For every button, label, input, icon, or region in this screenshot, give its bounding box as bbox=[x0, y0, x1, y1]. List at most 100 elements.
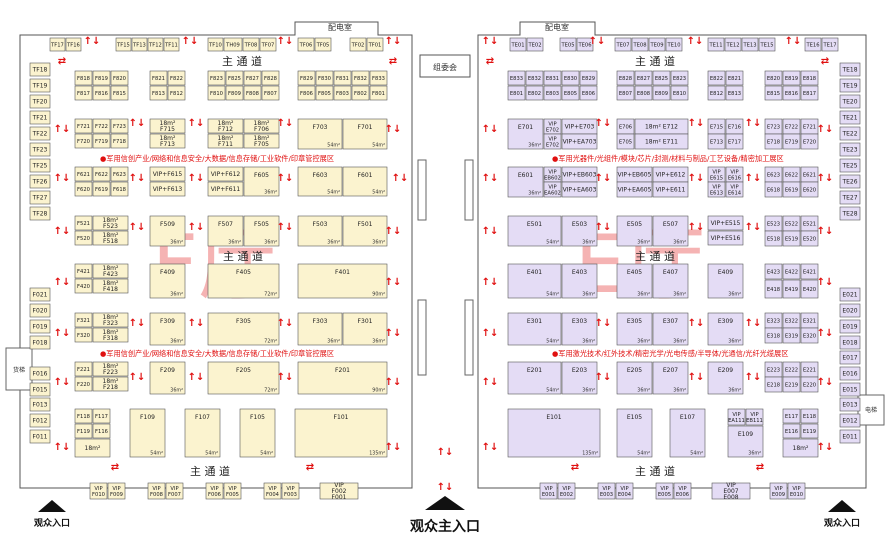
booth-f116[interactable]: F116 bbox=[92, 423, 111, 439]
booth-e418[interactable]: E418 bbox=[764, 279, 783, 299]
booth-e422[interactable]: E422 bbox=[782, 263, 801, 280]
booth-f722[interactable]: F722 bbox=[92, 118, 111, 134]
booth-e520[interactable]: E520 bbox=[800, 230, 819, 247]
booth-f818[interactable]: F818 bbox=[74, 70, 93, 86]
booth-e605b[interactable]: VIP+EA605 bbox=[616, 181, 653, 198]
booth-e618[interactable]: E618 bbox=[764, 181, 783, 198]
booth-f05[interactable]: TF05 bbox=[314, 37, 332, 52]
booth-e721[interactable]: E721 bbox=[800, 118, 819, 135]
booth-f802[interactable]: F802 bbox=[351, 85, 370, 101]
booth-e715[interactable]: E715 bbox=[707, 118, 726, 135]
booth-e717[interactable]: E717 bbox=[725, 133, 744, 150]
booth-f117[interactable]: F117 bbox=[92, 408, 111, 424]
booth-te22[interactable]: TE22 bbox=[839, 126, 861, 141]
booth-e019[interactable]: E019 bbox=[839, 319, 861, 334]
booth-te02[interactable]: TE02 bbox=[526, 37, 544, 52]
booth-e813[interactable]: E813 bbox=[725, 85, 744, 101]
booth-e603b[interactable]: VIP+EA603 bbox=[561, 181, 598, 198]
booth-f220[interactable]: F220 bbox=[74, 376, 93, 392]
booth-f16[interactable]: TF16 bbox=[65, 37, 82, 52]
booth-e522[interactable]: E522 bbox=[782, 215, 801, 232]
booth-e319[interactable]: E319 bbox=[782, 327, 801, 344]
booth-e802[interactable]: E802 bbox=[525, 85, 544, 101]
booth-te25[interactable]: TE25 bbox=[839, 158, 861, 173]
booth-f623[interactable]: F623 bbox=[110, 166, 129, 182]
booth-e806[interactable]: E806 bbox=[579, 85, 598, 101]
booth-f016[interactable]: F016 bbox=[29, 366, 51, 381]
booth-e421[interactable]: E421 bbox=[800, 263, 819, 280]
booth-e816[interactable]: E816 bbox=[782, 85, 801, 101]
booth-e703[interactable]: VIP+E703 bbox=[561, 118, 598, 135]
booth-te19[interactable]: TE19 bbox=[839, 78, 861, 93]
booth-te09[interactable]: TE09 bbox=[648, 37, 666, 52]
booth-e012[interactable]: E012 bbox=[839, 413, 861, 428]
booth-e828[interactable]: E828 bbox=[616, 70, 635, 86]
booth-e723[interactable]: E723 bbox=[764, 118, 783, 135]
booth-f803[interactable]: F803 bbox=[333, 85, 352, 101]
booth-e712[interactable]: 18m² E712 bbox=[634, 118, 689, 135]
booth-e017[interactable]: E017 bbox=[839, 350, 861, 365]
booth-f17[interactable]: TF17 bbox=[49, 37, 66, 52]
booth-f816[interactable]: F816 bbox=[92, 85, 111, 101]
booth-e519[interactable]: E519 bbox=[782, 230, 801, 247]
booth-f02[interactable]: TF02 bbox=[349, 37, 367, 52]
booth-e321[interactable]: E321 bbox=[800, 312, 819, 329]
booth-e822[interactable]: E822 bbox=[707, 70, 726, 86]
booth-e323[interactable]: E323 bbox=[764, 312, 783, 329]
booth-f828[interactable]: F828 bbox=[261, 70, 280, 86]
booth-f321[interactable]: F321 bbox=[74, 312, 93, 328]
booth-e720[interactable]: E720 bbox=[800, 133, 819, 150]
booth-e605[interactable]: VIP+EB605 bbox=[616, 166, 653, 183]
booth-e612[interactable]: VIP+E612 bbox=[652, 166, 689, 183]
booth-e523[interactable]: E523 bbox=[764, 215, 783, 232]
booth-f611[interactable]: VIP+F611 bbox=[207, 181, 244, 197]
booth-e620[interactable]: E620 bbox=[800, 181, 819, 198]
booth-te07[interactable]: TE07 bbox=[614, 37, 632, 52]
booth-e322[interactable]: E322 bbox=[782, 312, 801, 329]
booth-f827[interactable]: F827 bbox=[243, 70, 262, 86]
booth-f1x[interactable]: 18m² bbox=[74, 438, 111, 458]
booth-e515[interactable]: VIP+E515 bbox=[707, 215, 744, 231]
booth-e832[interactable]: E832 bbox=[525, 70, 544, 86]
booth-e703b[interactable]: VIP+EA703 bbox=[561, 133, 598, 150]
booth-f618[interactable]: F618 bbox=[110, 181, 129, 197]
booth-e621[interactable]: E621 bbox=[800, 166, 819, 183]
booth-e821[interactable]: E821 bbox=[725, 70, 744, 86]
booth-f817[interactable]: F817 bbox=[74, 85, 93, 101]
booth-te27[interactable]: TE27 bbox=[839, 190, 861, 205]
booth-e420[interactable]: E420 bbox=[800, 279, 819, 299]
booth-te20[interactable]: TE20 bbox=[839, 94, 861, 109]
booth-f806[interactable]: F806 bbox=[297, 85, 316, 101]
booth-f830[interactable]: F830 bbox=[315, 70, 334, 86]
booth-f622[interactable]: F622 bbox=[92, 166, 111, 182]
